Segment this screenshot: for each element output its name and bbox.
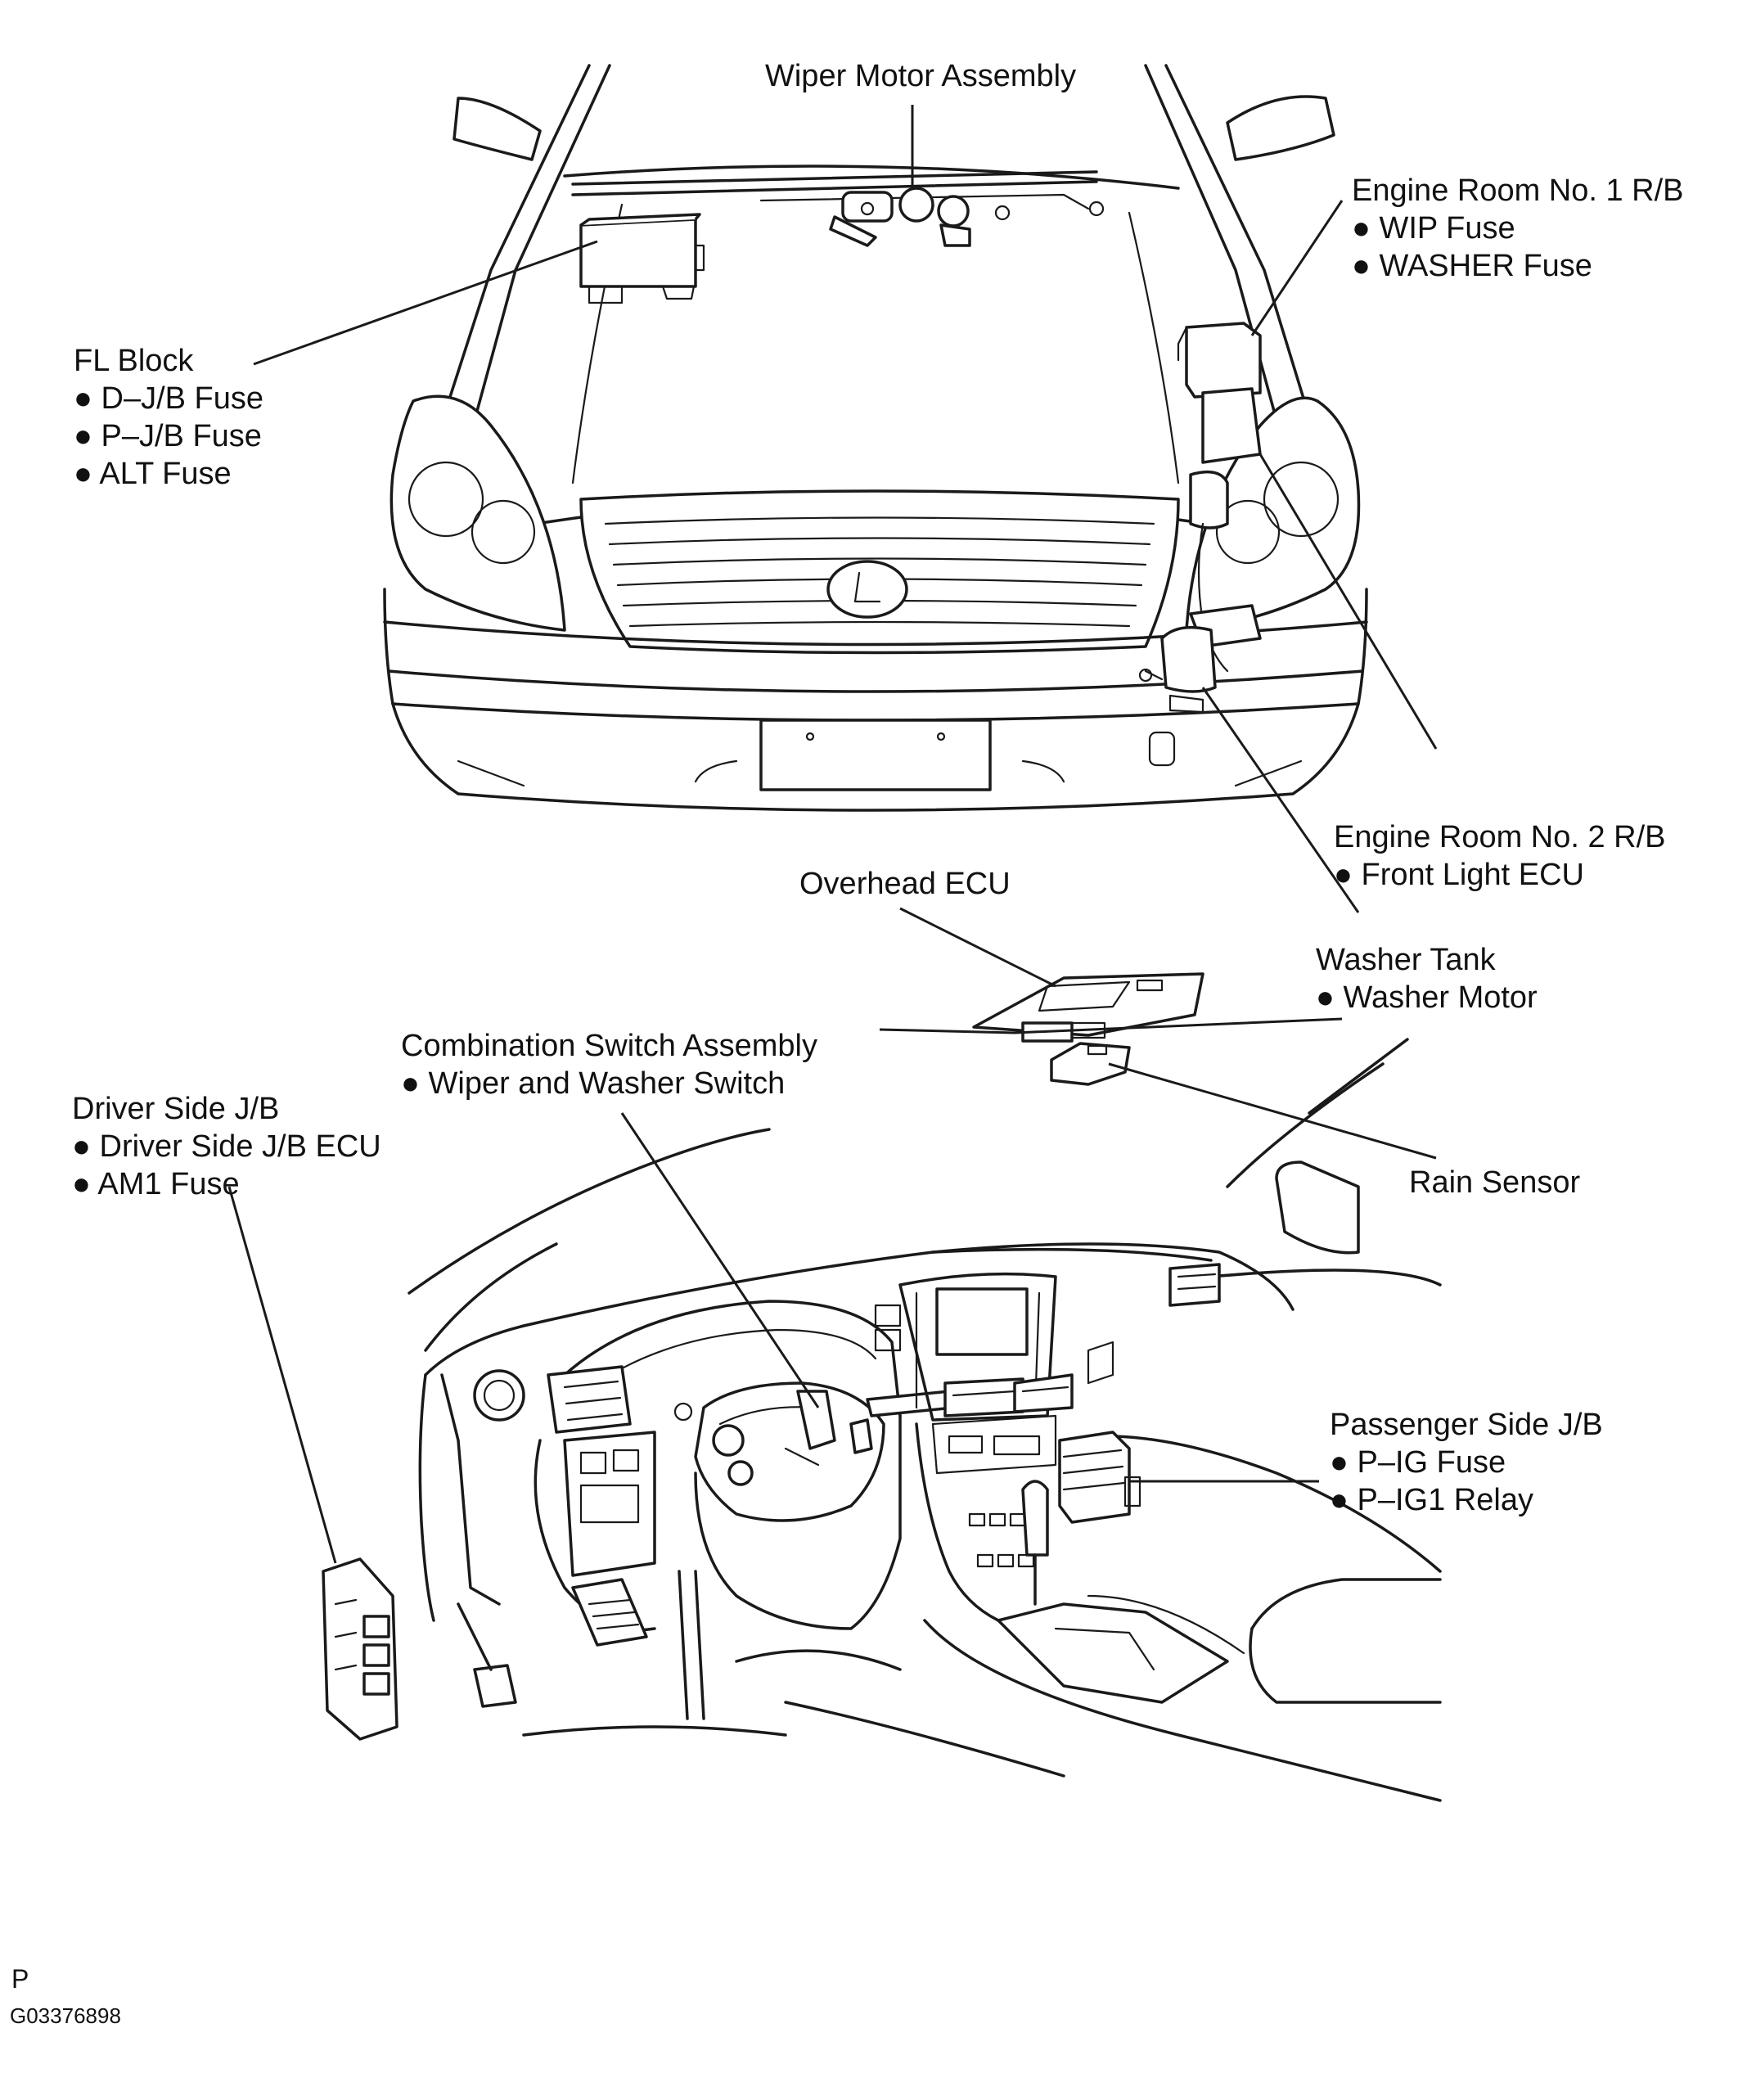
- er2-item: ● Front Light ECU: [1334, 858, 1584, 892]
- brake-pedal: [473, 1664, 517, 1708]
- fl-item: ● D–J/B Fuse: [74, 381, 264, 416]
- navigation-screen: [935, 1287, 1029, 1356]
- lexus-emblem: [826, 560, 908, 619]
- passenger-side-jb-part: [1058, 1431, 1141, 1524]
- left-mirror: [453, 97, 542, 161]
- passenger-title: Passenger Side J/B: [1330, 1408, 1603, 1442]
- overhead-ecu-label: Overhead ECU: [799, 865, 1011, 903]
- engine-room-no2-rb-part: [1138, 604, 1262, 714]
- driver-side-jb-label: Driver Side J/B ● Driver Side J/B ECU ● …: [72, 1090, 381, 1203]
- driver-side-jb-part: [322, 1557, 398, 1741]
- fl-title: FL Block: [74, 344, 194, 378]
- combination-switch-part: [673, 1381, 969, 1630]
- passenger-side-jb-label: Passenger Side J/B ● P–IG Fuse ● P–IG1 R…: [1330, 1406, 1603, 1519]
- rain-sensor-title: Rain Sensor: [1409, 1165, 1581, 1200]
- er1-title: Engine Room No. 1 R/B: [1352, 173, 1684, 208]
- license-plate: [759, 719, 992, 791]
- figure-code: G03376898: [10, 2003, 121, 2028]
- interior-right-mirror: [1275, 1160, 1360, 1255]
- left-vent-round: [473, 1369, 525, 1422]
- engine-room-no1-label: Engine Room No. 1 R/B ● WIP Fuse ● WASHE…: [1352, 172, 1684, 285]
- rain-sensor-part: [1050, 1042, 1131, 1086]
- overhead-ecu-part: [972, 972, 1204, 1043]
- driver-item: ● Driver Side J/B ECU: [72, 1129, 381, 1164]
- overhead-ecu-title: Overhead ECU: [799, 867, 1011, 901]
- wiper-motor-title: Wiper Motor Assembly: [765, 59, 1077, 93]
- washer-tank-label: Washer Tank ● Washer Motor: [1316, 941, 1538, 1016]
- combo-item: ● Wiper and Washer Switch: [401, 1066, 786, 1101]
- engine-room-no2-label: Engine Room No. 2 R/B ● Front Light ECU: [1334, 818, 1666, 894]
- fl-block-part: [579, 213, 705, 304]
- passenger-item: ● P–IG Fuse: [1330, 1445, 1506, 1480]
- washer-tank-item: ● Washer Motor: [1316, 980, 1538, 1015]
- car-front-view: [383, 64, 1368, 812]
- center-console: [874, 1272, 1245, 1704]
- fl-item: ● P–J/B Fuse: [74, 419, 262, 453]
- passenger-item: ● P–IG1 Relay: [1330, 1483, 1533, 1517]
- accelerator-pedal: [571, 1578, 648, 1647]
- footer-letter: P: [11, 1964, 29, 1994]
- fl-block-label: FL Block ● D–J/B Fuse ● P–J/B Fuse ● ALT…: [74, 342, 263, 493]
- driver-item: ● AM1 Fuse: [72, 1167, 240, 1201]
- washer-tank-title: Washer Tank: [1316, 943, 1496, 977]
- fl-item: ● ALT Fuse: [74, 457, 232, 491]
- right-mirror: [1226, 95, 1335, 161]
- wiper-motor-label: Wiper Motor Assembly: [765, 57, 1076, 95]
- er1-item: ● WASHER Fuse: [1352, 249, 1592, 283]
- rain-sensor-label: Rain Sensor: [1409, 1164, 1580, 1201]
- er2-title: Engine Room No. 2 R/B: [1334, 820, 1666, 854]
- er1-item: ● WIP Fuse: [1352, 211, 1515, 246]
- combination-switch-label: Combination Switch Assembly ● Wiper and …: [401, 1027, 817, 1102]
- car-interior-view: [322, 972, 1442, 1802]
- combo-title: Combination Switch Assembly: [401, 1029, 817, 1063]
- wiper-motor-assembly-part: [571, 170, 1105, 247]
- driver-title: Driver Side J/B: [72, 1092, 280, 1126]
- leader-lines: [227, 105, 1438, 1564]
